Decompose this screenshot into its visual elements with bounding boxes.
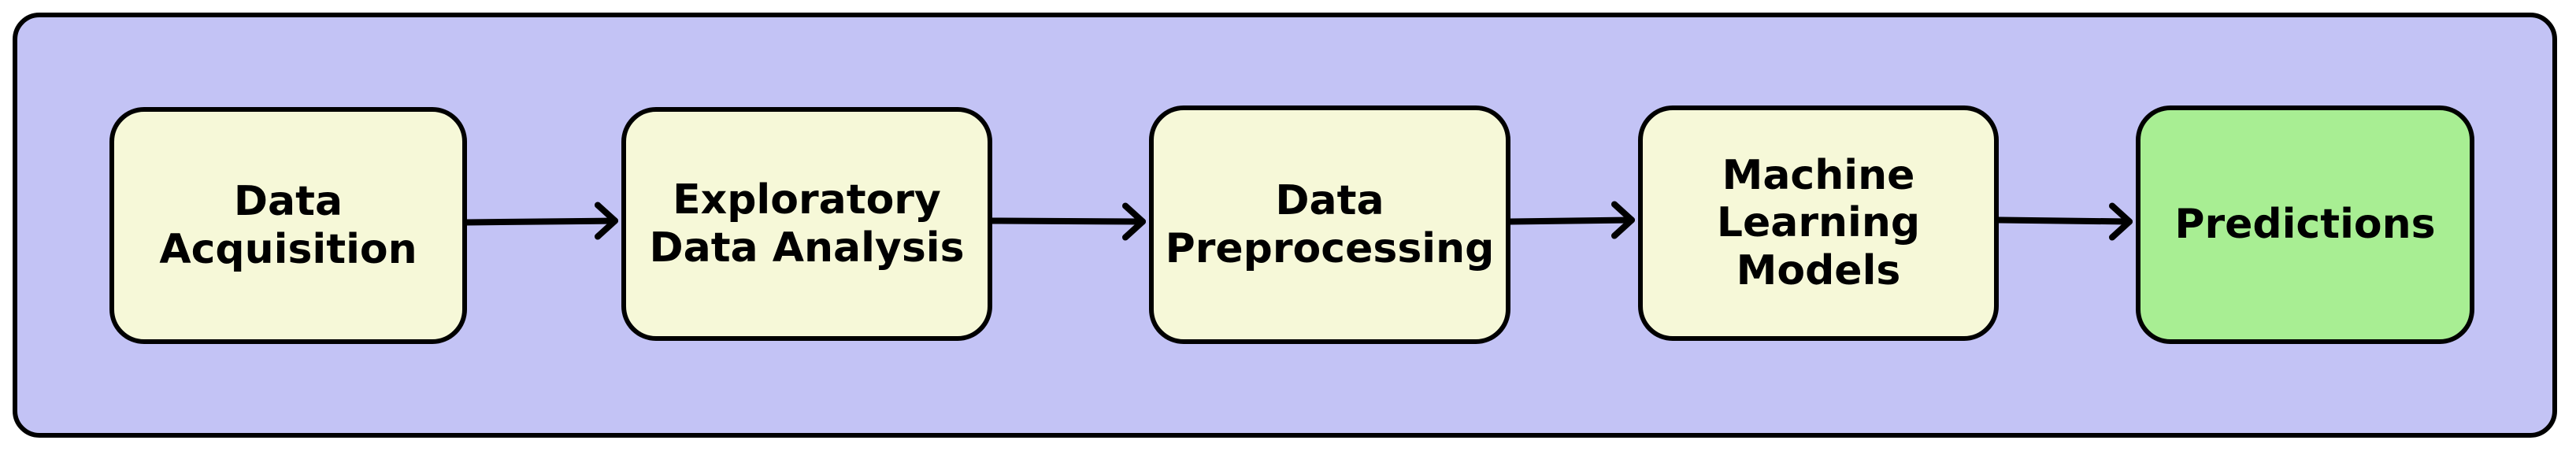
arrowhead-0 <box>595 202 618 240</box>
node-label-data-preprocessing: Data Preprocessing <box>1165 177 1495 272</box>
arrow-1 <box>989 217 1146 225</box>
arrowhead-3 <box>2109 202 2133 241</box>
node-exploratory-data-analysis: Exploratory Data Analysis <box>621 107 992 341</box>
node-data-acquisition: Data Acquisition <box>109 107 467 344</box>
node-machine-learning-models: Machine Learning Models <box>1638 105 1999 341</box>
node-predictions: Predictions <box>2136 105 2474 344</box>
arrowhead-2 <box>1611 201 1635 239</box>
node-label-predictions: Predictions <box>2174 201 2436 249</box>
arrow-2 <box>1507 216 1635 225</box>
node-label-machine-learning-models: Machine Learning Models <box>1716 152 1921 294</box>
arrow-3 <box>1996 216 2133 225</box>
arrow-0 <box>464 217 618 226</box>
node-label-exploratory-data-analysis: Exploratory Data Analysis <box>649 176 965 272</box>
node-data-preprocessing: Data Preprocessing <box>1149 105 1510 344</box>
arrowhead-1 <box>1122 202 1146 241</box>
node-label-data-acquisition: Data Acquisition <box>159 178 417 273</box>
